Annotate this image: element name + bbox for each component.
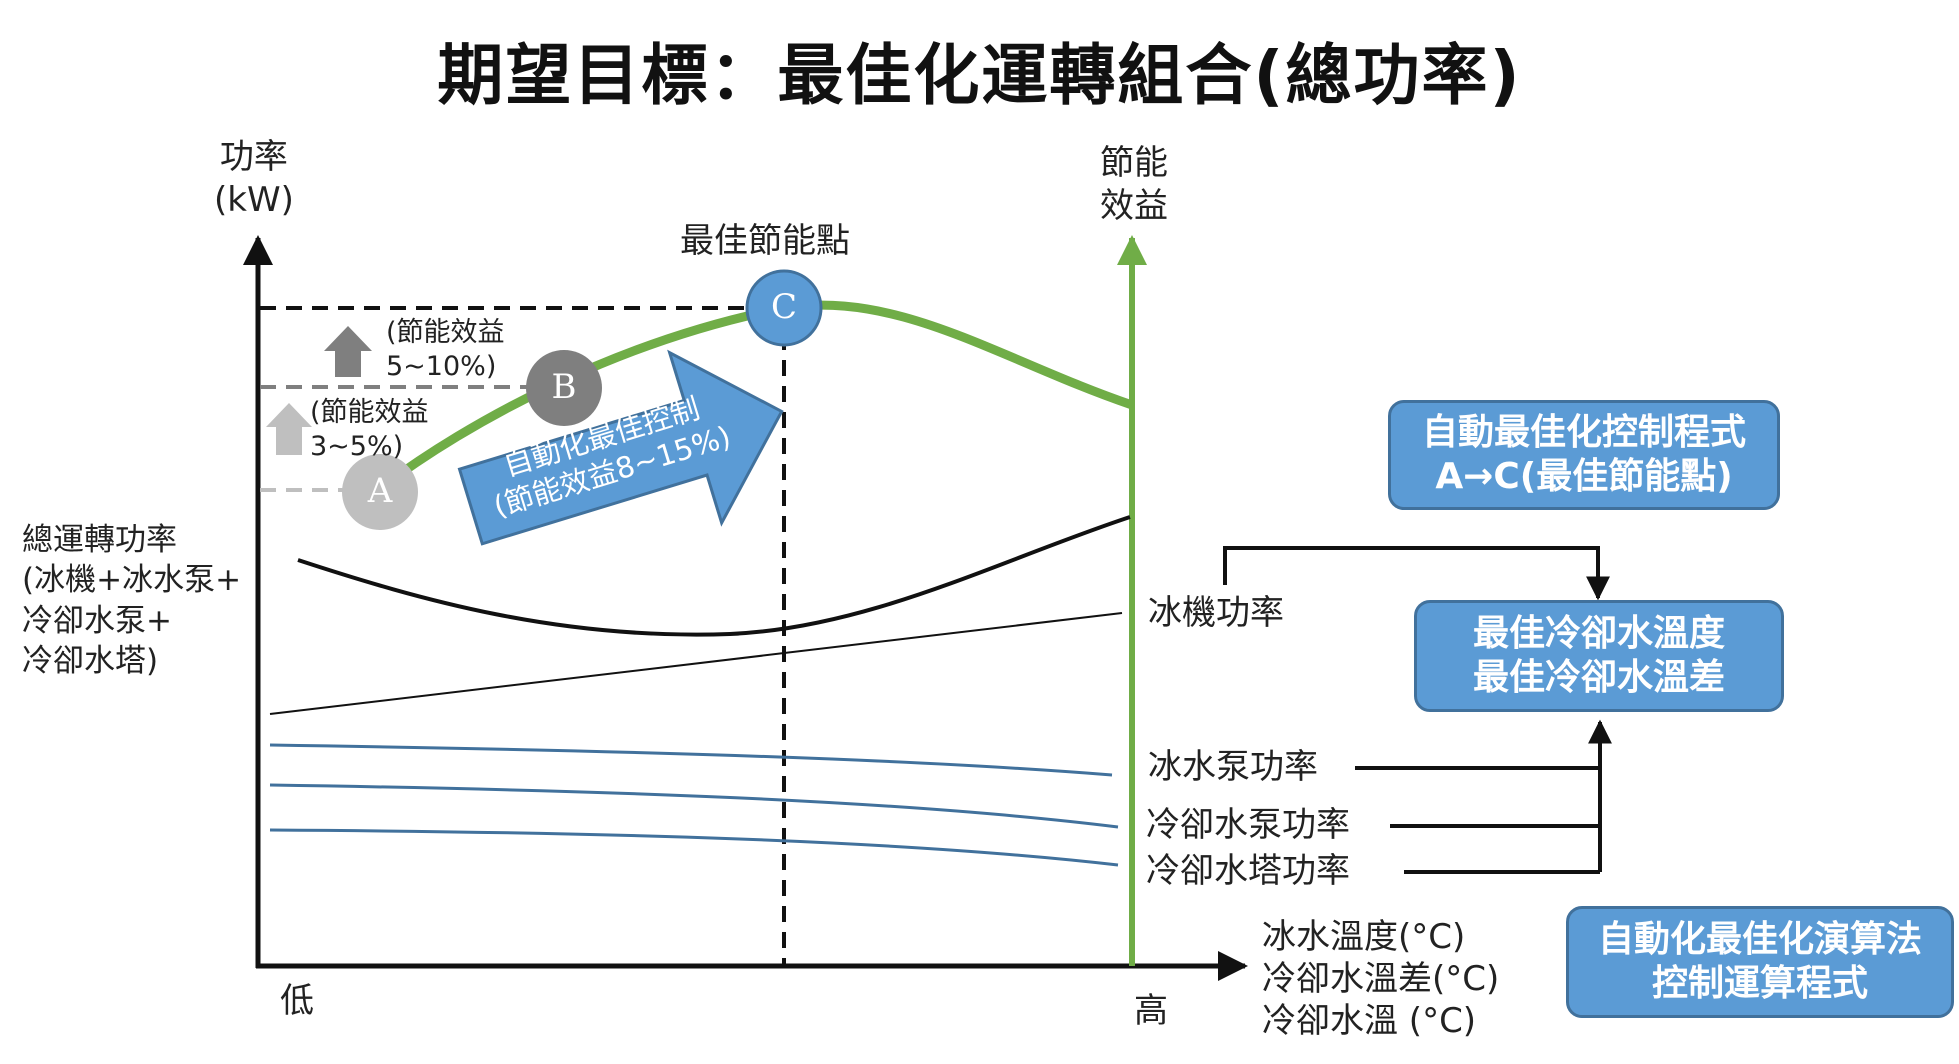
x-axis-label-1: 冰水溫度(°C) [1262, 917, 1466, 957]
point-a-marker[interactable] [342, 454, 418, 530]
x-axis-low-label: 低 [280, 981, 314, 1021]
optimization-program-box: 自動最佳化控制程式 A→C(最佳節能點) [1388, 400, 1780, 510]
auto-control-arrow [457, 349, 784, 546]
point-a-label: A [367, 471, 393, 511]
tower-power-line [269, 828, 1119, 867]
gain-bc-label: (節能效益 5~10%) [386, 317, 505, 382]
y-axis-label: 功率 (kW) [214, 137, 294, 220]
chiller-power-line [269, 612, 1123, 715]
gain-ab-label: (節能效益 3~5%) [310, 397, 429, 462]
cw-pump-power-line [269, 783, 1119, 829]
tower-power-label: 冷卻水塔功率 [1146, 851, 1350, 891]
total-power-label: 總運轉功率 (冰機+冰水泵+ 冷卻水泵+ 冷卻水塔) [22, 522, 242, 679]
x-axis-high-label: 高 [1134, 991, 1168, 1031]
gain-ab-arrow-icon [266, 403, 312, 455]
optimal-point-label: 最佳節能點 [680, 221, 850, 261]
gain-bc-arrow-icon [324, 326, 372, 377]
point-c-marker[interactable] [745, 269, 823, 347]
page-title: 期望目標：最佳化運轉組合(總功率) [437, 37, 1522, 114]
x-axis-label-3: 冷卻水溫 (°C) [1262, 1001, 1477, 1041]
chw-pump-power-line [269, 743, 1113, 777]
chw-pump-power-label: 冰水泵功率 [1148, 747, 1318, 787]
point-b-label: B [551, 367, 577, 407]
optimization-algorithm-box: 自動化最佳化演算法 控制運算程式 [1566, 906, 1954, 1018]
cw-pump-power-label: 冷卻水泵功率 [1146, 805, 1350, 845]
program-to-optimal-connector [1223, 546, 1610, 601]
chiller-power-label: 冰機功率 [1148, 593, 1284, 633]
total-power-curve [297, 515, 1131, 637]
point-c-label: C [770, 287, 797, 327]
benefit-axis-label: 節能 效益 [1100, 143, 1168, 226]
point-b-marker[interactable] [526, 350, 602, 426]
optimal-temperature-box: 最佳冷卻水溫度 最佳冷卻水溫差 [1414, 600, 1784, 712]
x-axis-label-2: 冷卻水溫差(°C) [1262, 959, 1500, 999]
